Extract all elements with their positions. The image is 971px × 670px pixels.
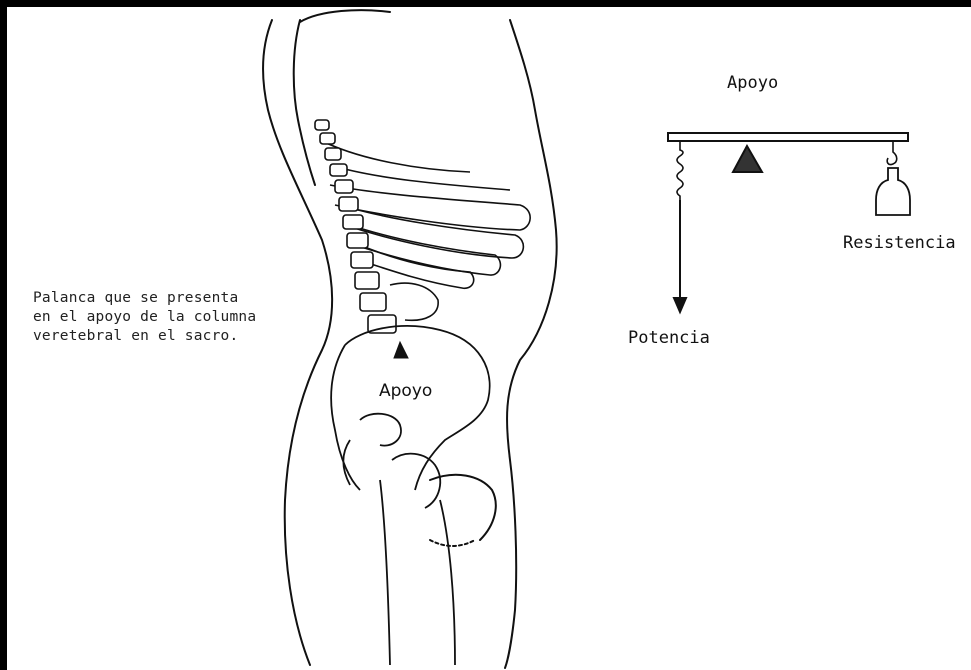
caption-line: veretebral en el sacro. (33, 327, 333, 346)
sacrum-fulcrum-icon (394, 342, 408, 358)
fulcrum-triangle-icon (733, 146, 762, 172)
resistencia-label: Resistencia (843, 233, 956, 253)
torso-front-outline (505, 20, 557, 668)
caption-line: Palanca que se presenta (33, 289, 333, 308)
caption-line: en el apoyo de la columna (33, 308, 333, 327)
pelvis-icon (331, 326, 490, 665)
arm-outline (294, 20, 315, 185)
shoulder-curve (300, 10, 390, 22)
potencia-label: Potencia (628, 328, 710, 348)
spring-icon (677, 141, 683, 200)
spine-icon (315, 120, 438, 333)
figure-caption: Palanca que se presenta en el apoyo de l… (33, 289, 333, 346)
arrow-down-icon (674, 298, 686, 312)
hook-icon (887, 141, 897, 165)
lever-beam (668, 133, 908, 141)
lever-apoyo-label: Apoyo (727, 73, 778, 93)
body-apoyo-label: Apoyo (379, 381, 432, 401)
weight-icon (876, 168, 910, 215)
lever-diagram (668, 133, 910, 312)
thigh-dashed (430, 540, 475, 546)
